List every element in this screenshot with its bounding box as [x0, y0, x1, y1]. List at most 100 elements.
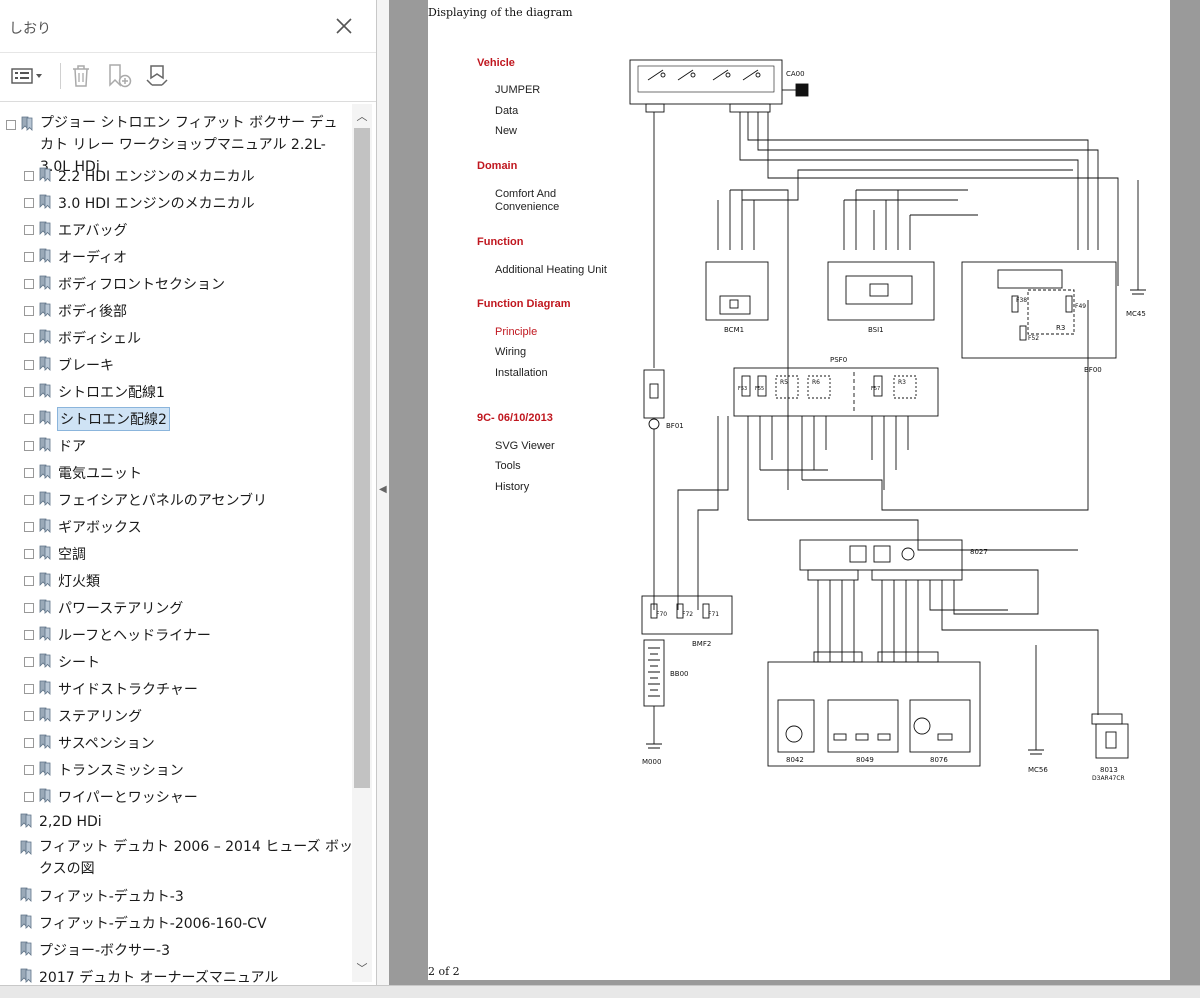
expand-toggle-icon[interactable] [24, 765, 34, 775]
expand-toggle-icon[interactable] [24, 576, 34, 586]
expand-toggle-icon[interactable] [24, 225, 34, 235]
expand-toggle-icon[interactable] [24, 657, 34, 667]
delete-icon[interactable] [68, 63, 94, 89]
bookmark-item[interactable]: ブレーキ [24, 353, 114, 377]
bookmark-item[interactable]: ギアボックス [24, 515, 142, 539]
nav-link-jumper[interactable]: JUMPER [495, 84, 541, 96]
panel-splitter[interactable]: ◀ [377, 0, 389, 985]
expand-toggle-icon[interactable] [24, 198, 34, 208]
scroll-thumb[interactable] [354, 128, 370, 788]
expand-toggle-icon[interactable] [24, 441, 34, 451]
nav-link-convenience[interactable]: Convenience [495, 201, 560, 213]
nav-link-new[interactable]: New [495, 125, 518, 137]
bookmark-item[interactable]: 2.2 HDI エンジンのメカニカル [24, 164, 255, 188]
bookmark-item[interactable]: ボディ後部 [24, 299, 127, 323]
scroll-up-icon[interactable]: ︿ [356, 110, 368, 123]
nav-link-tools[interactable]: Tools [495, 460, 521, 472]
bookmark-item[interactable]: ドア [24, 434, 86, 458]
expand-toggle-icon[interactable] [24, 468, 34, 478]
bookmark-item[interactable]: フィアット-デュカト-3 [18, 884, 184, 908]
bookmark-label: ボディシェル [58, 331, 142, 347]
bookmark-item[interactable]: 2,2D HDi [18, 810, 102, 834]
expand-bookmarks-icon[interactable] [142, 63, 172, 89]
expand-toggle-icon[interactable] [6, 120, 16, 130]
bookmark-item[interactable]: ルーフとヘッドライナー [24, 623, 211, 647]
bookmarks-header: しおり [0, 0, 376, 52]
expand-toggle-icon[interactable] [24, 603, 34, 613]
bookmark-item[interactable]: ステアリング [24, 704, 142, 728]
document-page: Displaying of the diagram Vehicle JUMPER… [428, 0, 1170, 980]
label-f38: F38 [1016, 297, 1027, 304]
bookmark-item[interactable]: シトロエン配線1 [24, 380, 165, 404]
expand-toggle-icon[interactable] [24, 738, 34, 748]
expand-toggle-icon[interactable] [24, 414, 34, 424]
bookmark-item[interactable]: ボディフロントセクション [24, 272, 225, 296]
nav-link-principle[interactable]: Principle [495, 326, 538, 338]
bookmark-item[interactable]: ボディシェル [24, 326, 141, 350]
expand-toggle-icon[interactable] [24, 630, 34, 640]
nav-function-diagram-title: Function Diagram [477, 298, 571, 310]
bookmark-icon [37, 544, 53, 564]
bookmark-item[interactable]: 2017 デュカト オーナーズマニュアル [18, 965, 278, 989]
bookmark-item[interactable]: 3.0 HDI エンジンのメカニカル [24, 191, 255, 215]
bookmark-label: ブレーキ [58, 358, 114, 374]
bookmark-icon [37, 193, 53, 213]
bookmark-item[interactable]: ワイパーとワッシャー [24, 785, 198, 809]
collapse-arrow-icon[interactable]: ◀ [379, 484, 387, 495]
nav-link-svg-viewer[interactable]: SVG Viewer [495, 440, 555, 452]
bookmarks-scrollbar[interactable]: ︿ ﹀ [352, 104, 372, 982]
bookmark-item[interactable]: フェイシアとパネルのアセンブリ [24, 488, 267, 512]
expand-toggle-icon[interactable] [24, 792, 34, 802]
bookmark-icon [18, 913, 34, 933]
bookmark-item[interactable]: 電気ユニット [24, 461, 142, 485]
expand-toggle-icon[interactable] [24, 279, 34, 289]
expand-toggle-icon[interactable] [24, 684, 34, 694]
label-f53: F53 [738, 386, 747, 392]
close-icon[interactable] [333, 15, 355, 37]
add-bookmark-icon[interactable] [104, 63, 134, 89]
label-f70: F70 [656, 611, 667, 618]
bookmark-item[interactable]: シトロエン配線2 [24, 407, 170, 431]
bookmark-icon [37, 355, 53, 375]
nav-link-wiring[interactable]: Wiring [495, 346, 527, 358]
expand-toggle-icon[interactable] [24, 549, 34, 559]
bookmark-icon [18, 839, 34, 862]
expand-toggle-icon[interactable] [24, 306, 34, 316]
bookmark-label: ボディ後部 [58, 304, 128, 320]
bookmarks-title: しおり [9, 21, 51, 37]
scroll-down-icon[interactable]: ﹀ [356, 962, 368, 975]
expand-toggle-icon[interactable] [24, 171, 34, 181]
options-menu-icon[interactable] [9, 63, 45, 89]
label-f72: F72 [682, 611, 693, 618]
expand-toggle-icon[interactable] [24, 387, 34, 397]
bookmark-item[interactable]: サイドストラクチャー [24, 677, 198, 701]
bookmark-item[interactable]: フィアット デュカト 2006 – 2014 ヒューズ ボックスの図 [18, 836, 358, 880]
nav-link-data[interactable]: Data [495, 105, 519, 117]
nav-link-installation[interactable]: Installation [495, 367, 548, 379]
bookmark-item[interactable]: フィアット-デュカト-2006-160-CV [18, 911, 267, 935]
bookmark-item[interactable]: トランスミッション [24, 758, 184, 782]
bookmark-item[interactable]: プジョー-ボクサー-3 [18, 938, 170, 962]
expand-toggle-icon[interactable] [24, 522, 34, 532]
bookmark-item[interactable]: エアバッグ [24, 218, 127, 242]
bookmark-item[interactable]: 灯火類 [24, 569, 100, 593]
bookmark-item[interactable]: プジョー シトロエン フィアット ボクサー デュカト リレー ワークショップマニ… [6, 112, 346, 178]
bookmark-label: エアバッグ [58, 223, 128, 239]
expand-toggle-icon[interactable] [24, 333, 34, 343]
bookmark-item[interactable]: シート [24, 650, 100, 674]
nav-link-history[interactable]: History [495, 481, 530, 493]
bookmark-item[interactable]: 空調 [24, 542, 86, 566]
nav-link-comfort[interactable]: Comfort And [495, 188, 557, 200]
bookmark-item[interactable]: サスペンション [24, 731, 155, 755]
expand-toggle-icon[interactable] [24, 252, 34, 262]
expand-toggle-icon[interactable] [24, 360, 34, 370]
nav-link-heating-unit[interactable]: Additional Heating Unit [495, 264, 607, 276]
bookmark-icon [19, 115, 35, 138]
expand-toggle-icon[interactable] [24, 495, 34, 505]
expand-toggle-icon[interactable] [24, 711, 34, 721]
bookmark-item[interactable]: パワーステアリング [24, 596, 183, 620]
label-f52: F52 [1028, 335, 1039, 342]
label-ca00: CA00 [786, 70, 805, 78]
bookmark-icon [37, 706, 53, 726]
bookmark-item[interactable]: オーディオ [24, 245, 127, 269]
